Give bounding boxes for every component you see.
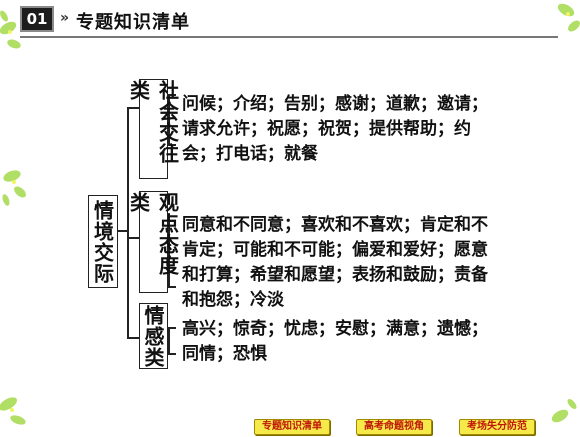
leaf-bracket-3-top: [168, 327, 176, 329]
branch-node-social: 社会交往类: [127, 79, 180, 179]
nav-button-exam-perspective[interactable]: 高考命题视角: [356, 419, 432, 435]
root-node: 情境交际: [88, 195, 118, 288]
branch-node-opinion: 观点态度类: [127, 191, 180, 293]
leaf-bracket-1-top: [168, 94, 176, 96]
trunk-line: [127, 107, 129, 337]
page-title: 专题知识清单: [76, 12, 190, 33]
branch-connector-2: [127, 237, 139, 239]
leaf-bracket-1: [168, 94, 170, 144]
branch-connector-1: [127, 107, 139, 109]
nav-button-score-loss-prevention[interactable]: 考场失分防范: [459, 419, 535, 435]
leaf-text-emotion: 高兴；惊奇；忧虑；安慰；满意；遗憾； 同情；恐惧: [182, 319, 488, 364]
header-divider: [20, 36, 558, 38]
branch-node-emotion: 情感类: [139, 303, 168, 369]
leaf-bracket-3: [168, 327, 170, 353]
chevron-icon: »: [60, 10, 70, 26]
leaf-text-social: 问候；介绍；告别；感谢；道歉；邀请； 请求允许；祝愿；祝贺；提供帮助；约 会；打…: [182, 94, 488, 164]
branch-connector-3: [127, 337, 139, 339]
leaf-bracket-2-bottom: [168, 286, 176, 288]
leaf-bracket-2: [168, 220, 170, 286]
root-connector: [118, 230, 128, 232]
leaf-bracket-1-bottom: [168, 144, 176, 146]
section-number-badge: 01: [20, 6, 54, 32]
leaf-text-opinion: 同意和不同意；喜欢和不喜欢；肯定和不 肯定；可能和不可能；偏爱和爱好；愿意 和打…: [182, 215, 488, 310]
leaf-bracket-3-bottom: [168, 353, 176, 355]
nav-button-knowledge-list[interactable]: 专题知识清单: [254, 419, 330, 435]
slide-header: 01 » 专题知识清单: [0, 0, 580, 40]
leaf-bracket-2-top: [168, 220, 176, 222]
